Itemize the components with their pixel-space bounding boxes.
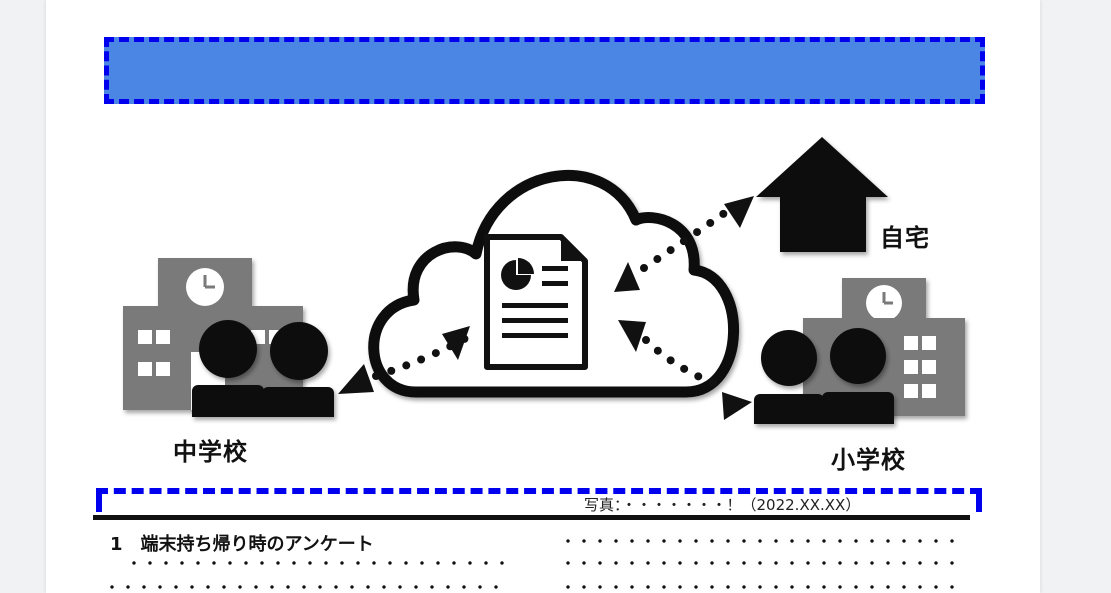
title-placeholder-box xyxy=(104,37,985,104)
students-icon xyxy=(754,328,894,424)
cloud-sharing-illustration xyxy=(123,137,965,424)
placeholder-dots xyxy=(560,560,964,566)
photo-caption: 写真：・・・・・・・！（2022.XX.XX） xyxy=(584,496,861,514)
placeholder-dots xyxy=(560,538,964,544)
arrow-cloud-to-elementary xyxy=(618,320,752,420)
document-chart-icon xyxy=(484,234,588,370)
placeholder-dots xyxy=(126,560,506,566)
photo-caption-frame xyxy=(96,488,982,512)
placeholder-dots xyxy=(560,584,964,590)
elementary-label: 小学校 xyxy=(831,446,906,474)
placeholder-dots xyxy=(104,584,506,590)
home-label: 自宅 xyxy=(880,224,930,252)
arrow-jhs-to-cloud xyxy=(338,326,470,394)
arrow-cloud-to-home xyxy=(614,196,754,292)
section-heading: 1 端末持ち帰り時のアンケート xyxy=(110,534,374,555)
section-divider xyxy=(93,515,970,520)
students-icon xyxy=(192,320,334,417)
house-icon xyxy=(756,137,888,252)
document-page: 中学校 自宅 小学校 写真：・・・・・・・！（2022.XX.XX） 1 端末持… xyxy=(46,0,1040,593)
junior-high-label: 中学校 xyxy=(173,438,248,466)
